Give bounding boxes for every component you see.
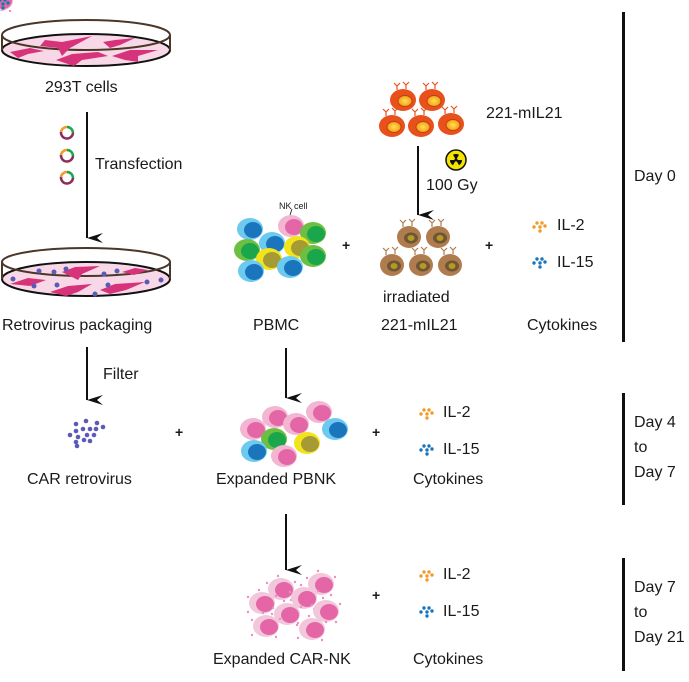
nk-cell: [278, 215, 304, 237]
label-il2: IL-2: [443, 404, 471, 421]
il2-icon: [419, 408, 434, 420]
il15-icon: [532, 257, 547, 269]
hek-cells: [10, 36, 158, 66]
label-irradiated-221-mil21: 221-mIL21: [381, 317, 458, 334]
label-cytokines: Cytokines: [413, 471, 484, 488]
timeline-label-day4-7: Day 4 to Day 7: [634, 410, 676, 485]
il2-icon: [532, 221, 547, 233]
timeline-bar-day7-21: [622, 558, 625, 671]
plus-sign: +: [372, 587, 381, 603]
day-range-start: Day 0: [634, 168, 676, 185]
radiation-icon: [445, 149, 467, 171]
label-nk-cell: NK cell: [279, 201, 308, 211]
dish-packaging-icon: [1, 247, 171, 297]
pbmc-cells-icon: [234, 208, 326, 282]
label-il2: IL-2: [443, 566, 471, 583]
plasmid-icons: [59, 125, 75, 185]
day-range-end: Day 7: [634, 464, 676, 481]
label-293t-cells: 293T cells: [45, 79, 118, 96]
day-range-start: Day 4: [634, 414, 676, 431]
label-il2: IL-2: [557, 217, 585, 234]
il2-icon: [419, 570, 434, 582]
virus-particles: [10, 266, 164, 297]
timeline-label-day7-21: Day 7 to Day 21: [634, 575, 685, 650]
label-221-mil21: 221-mIL21: [486, 105, 563, 122]
label-irradiated: irradiated: [383, 289, 450, 306]
plus-sign: +: [372, 424, 381, 440]
label-il15: IL-15: [443, 441, 480, 458]
label-retrovirus-packaging: Retrovirus packaging: [2, 317, 153, 334]
il15-cluster: [0, 0, 10, 10]
timeline-bar-day4-7: [622, 393, 625, 505]
label-il15: IL-15: [557, 254, 594, 271]
label-il15: IL-15: [443, 603, 480, 620]
timeline-label-day0: Day 0: [634, 164, 676, 189]
dish-293t-icon: [1, 19, 171, 67]
day-range-start: Day 7: [634, 579, 676, 596]
expanded-pbnk-cells-icon: [240, 401, 348, 467]
label-expanded-car-nk: Expanded CAR-NK: [213, 651, 351, 668]
plus-sign: +: [342, 237, 351, 253]
il15-icon: [419, 606, 434, 618]
plus-sign: +: [485, 237, 494, 253]
day-range-end: Day 21: [634, 629, 685, 646]
day-range-to: to: [634, 439, 648, 456]
label-cytokines: Cytokines: [413, 651, 484, 668]
label-expanded-pbnk: Expanded PBNK: [216, 471, 337, 488]
label-cytokines: Cytokines: [527, 317, 598, 334]
label-car-retrovirus: CAR retrovirus: [27, 471, 132, 488]
timeline-bar-day0: [622, 12, 625, 342]
day-range-to: to: [634, 604, 648, 621]
label-radiation-dose: 100 Gy: [426, 177, 478, 194]
label-pbmc: PBMC: [253, 317, 300, 334]
label-filter: Filter: [103, 366, 139, 383]
label-transfection: Transfection: [95, 156, 183, 173]
car-retrovirus-icon: [67, 418, 106, 449]
plus-sign: +: [175, 424, 184, 440]
il15-icon: [419, 444, 434, 456]
